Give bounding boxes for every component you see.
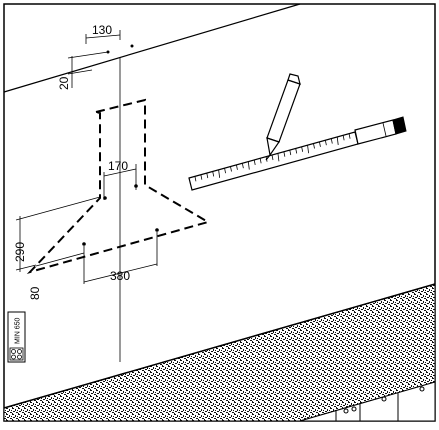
hob-burners-icon	[9, 347, 24, 361]
dimension-label-80: 80	[28, 286, 42, 300]
ruler-tick	[283, 151, 286, 157]
ruler-tick	[336, 136, 339, 145]
ruler-tick	[301, 146, 304, 152]
ceiling-line	[3, 3, 301, 93]
hood-outline	[26, 98, 211, 274]
ruler-tick	[224, 168, 226, 174]
ruler-tick	[342, 135, 345, 141]
dimension-20	[67, 51, 109, 88]
dimension-170	[103, 164, 137, 200]
cabinet-front	[299, 381, 436, 422]
dimension-290	[15, 196, 101, 272]
dimension-label-130: 130	[92, 23, 112, 37]
tape-measure-icon	[188, 116, 407, 191]
pencil-icon	[265, 73, 301, 161]
ruler-tick	[259, 158, 262, 164]
ruler-tick	[295, 148, 298, 154]
ruler-tick	[218, 169, 221, 178]
ruler-tick	[289, 149, 292, 156]
ruler-tick	[319, 141, 321, 147]
dimension-label-20: 20	[57, 76, 71, 90]
ruler-tick	[236, 164, 238, 170]
ruler-tick	[277, 153, 280, 162]
ruler-tick	[230, 166, 232, 172]
ruler-tick	[247, 161, 250, 170]
dimension-label-170: 170	[108, 159, 128, 173]
dimension-380	[83, 232, 158, 284]
dimension-80	[35, 252, 85, 267]
ruler-tick	[212, 171, 215, 177]
mounting-points	[82, 184, 159, 246]
ruler-tick	[307, 145, 309, 154]
min-clearance-label: MIN 650	[15, 317, 22, 344]
dimension-130	[85, 30, 134, 54]
ruler-tick	[241, 163, 244, 169]
ruler-tick	[253, 159, 256, 166]
ruler-tick	[324, 140, 327, 146]
dimension-label-290: 290	[13, 242, 27, 262]
ruler-tick	[313, 143, 315, 149]
ruler-tick	[200, 174, 203, 180]
ruler-tick	[330, 138, 333, 144]
ruler-tick	[206, 172, 209, 179]
min-clearance-badge	[7, 311, 26, 363]
ruler-tick	[348, 133, 351, 139]
dimension-label-380: 380	[110, 269, 130, 283]
ruler-tick	[271, 154, 274, 161]
ruler-tick	[194, 176, 197, 182]
